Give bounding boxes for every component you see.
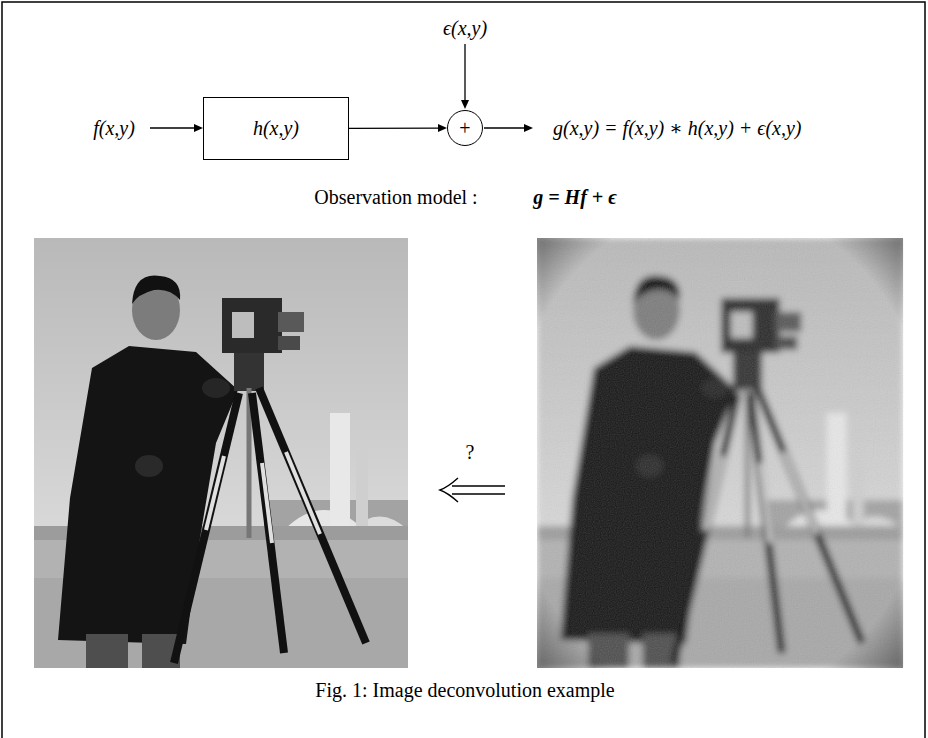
degraded-image — [537, 238, 903, 668]
text: Fig. 1: Image deconvolution example — [315, 679, 614, 701]
drawing-part — [464, 44, 465, 102]
connector — [349, 124, 447, 132]
drawing-part — [452, 493, 505, 494]
drawing-part — [452, 485, 505, 486]
drawing-part — [524, 124, 533, 132]
drawing-part — [537, 238, 903, 668]
sum-junction: + — [447, 110, 483, 146]
text: ? — [466, 441, 475, 463]
model-label: Observation model : — [314, 186, 477, 209]
text: + — [459, 117, 470, 140]
arrowhead — [438, 124, 447, 132]
noise-label: ϵ(x,y) — [443, 17, 487, 40]
drawing-part — [537, 238, 903, 668]
text: g(x,y) = f(x,y) ∗ h(x,y) + ϵ(x,y) — [553, 117, 802, 139]
restore-arrow — [440, 478, 505, 502]
drawing-part — [537, 238, 903, 668]
drawing-part — [440, 478, 458, 502]
drawing-part — [194, 124, 203, 132]
text: h(x,y) — [253, 117, 299, 140]
output-equation: g(x,y) = f(x,y) ∗ h(x,y) + ϵ(x,y) — [553, 117, 802, 140]
figure-caption: Fig. 1: Image deconvolution example — [315, 679, 614, 702]
drawing-part — [150, 127, 196, 128]
connector-line — [349, 127, 440, 129]
input-label: f(x,y) — [93, 117, 135, 140]
model-equation: g = Hf + ϵ — [533, 186, 617, 209]
question-mark: ? — [466, 441, 475, 464]
system-box: h(x,y) — [203, 97, 349, 160]
text: f(x,y) — [93, 117, 135, 139]
drawing-part — [537, 238, 903, 668]
drawing-part — [34, 238, 408, 668]
original-image — [34, 238, 408, 668]
text: Observation model : — [314, 186, 477, 208]
text: g = Hf + ϵ — [533, 186, 617, 208]
drawing-part — [461, 100, 469, 109]
text: ϵ(x,y) — [443, 17, 487, 39]
drawing-part — [484, 127, 526, 128]
